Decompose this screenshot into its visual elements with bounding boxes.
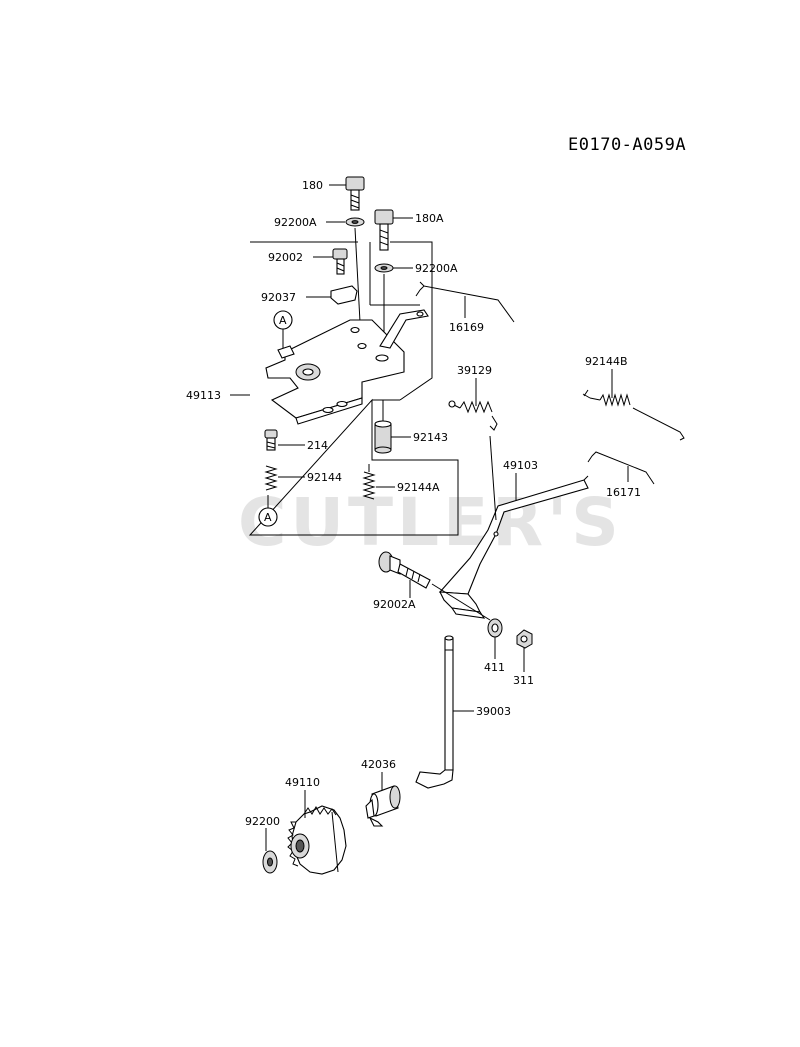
label-92200a-left: 92200A (274, 216, 317, 229)
bolt-180-icon (345, 176, 365, 211)
gear-49110-icon (287, 805, 347, 875)
rod-16171-icon (587, 451, 655, 485)
label-92037: 92037 (261, 291, 296, 304)
shaft-39003-icon (415, 635, 454, 789)
collar-92143-icon (374, 420, 392, 454)
spring-92144b-icon (582, 389, 685, 441)
bolt-214-icon (264, 429, 278, 451)
washer-411-icon (487, 618, 503, 638)
diagram-code: E0170-A059A (568, 135, 686, 155)
rod-16169-icon (415, 281, 515, 323)
nut-311-icon (516, 629, 533, 649)
label-49103: 49103 (503, 459, 538, 472)
label-92200: 92200 (245, 815, 280, 828)
label-16171: 16171 (606, 486, 641, 499)
label-411: 411 (484, 661, 505, 674)
bolt-180a-icon (374, 209, 394, 251)
label-92002a: 92002A (373, 598, 416, 611)
label-49110: 49110 (285, 776, 320, 789)
label-92144: 92144 (307, 471, 342, 484)
callout-a-top: A (279, 314, 287, 327)
spring-39129-icon (448, 400, 498, 431)
clip-92037-icon (330, 285, 358, 305)
label-92143: 92143 (413, 431, 448, 444)
spring-92144-icon (264, 465, 278, 491)
control-plate-49113-icon (265, 309, 429, 425)
watermark: CUTLER'S (238, 484, 623, 561)
label-92144b: 92144B (585, 355, 628, 368)
label-49113: 49113 (186, 389, 221, 402)
label-180: 180 (302, 179, 323, 192)
label-42036: 42036 (361, 758, 396, 771)
label-39003: 39003 (476, 705, 511, 718)
washer-92200-icon (262, 850, 278, 874)
label-311: 311 (513, 674, 534, 687)
label-92200a-right: 92200A (415, 262, 458, 275)
label-39129: 39129 (457, 364, 492, 377)
callout-a-bottom: A (264, 511, 272, 524)
bushing-42036-icon (365, 785, 401, 827)
bolt-92002a-icon (378, 551, 431, 589)
label-92002: 92002 (268, 251, 303, 264)
assembly-outline (248, 241, 459, 536)
label-16169: 16169 (449, 321, 484, 334)
label-214: 214 (307, 439, 328, 452)
label-180a: 180A (415, 212, 444, 225)
label-92144a: 92144A (397, 481, 440, 494)
spring-92144a-icon (362, 464, 376, 500)
screw-92002-icon (332, 248, 348, 275)
